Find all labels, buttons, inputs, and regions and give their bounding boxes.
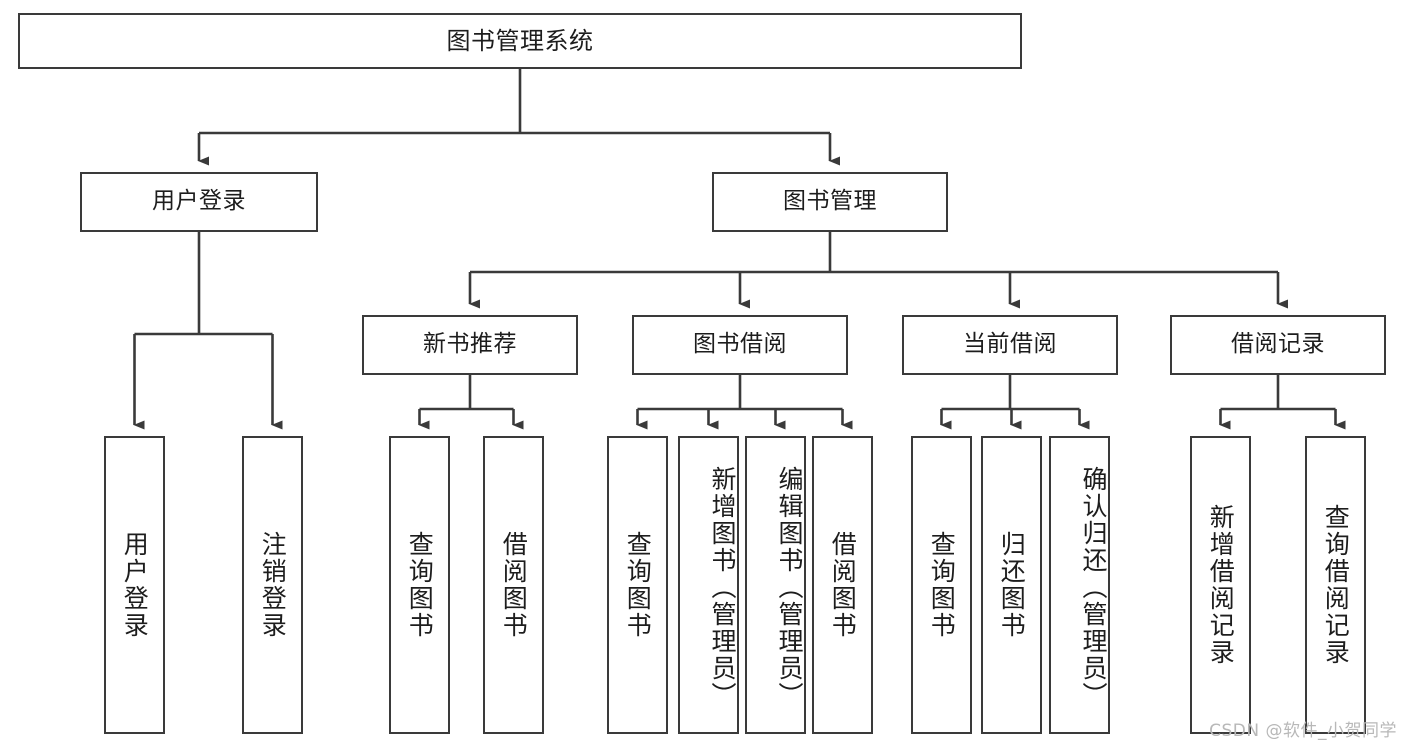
node-label: 查询图书	[405, 531, 435, 639]
node-label: 新增借阅记录	[1206, 504, 1236, 666]
node-label: 归还图书	[997, 531, 1027, 639]
node-label: 新增图书（管理员）	[708, 465, 737, 709]
node-leaf-用户登录-0[interactable]: 用户登录	[104, 436, 165, 734]
node-label: 查询图书	[623, 531, 653, 639]
node-leaf-新增图书（管理员）-5[interactable]: 新增图书（管理员）	[678, 436, 739, 734]
node-label: 用户登录	[120, 531, 150, 639]
node-leaf-编辑图书（管理员）-6[interactable]: 编辑图书（管理员）	[745, 436, 806, 734]
node-leaf-查询图书-4[interactable]: 查询图书	[607, 436, 668, 734]
node-leaf-归还图书-9[interactable]: 归还图书	[981, 436, 1042, 734]
node-level3-图书借阅[interactable]: 图书借阅	[632, 315, 848, 375]
node-label: 借阅图书	[828, 531, 858, 639]
node-label: 当前借阅	[963, 331, 1057, 358]
node-leaf-查询图书-8[interactable]: 查询图书	[911, 436, 972, 734]
node-label: 图书借阅	[693, 331, 787, 358]
node-label: 查询图书	[927, 531, 957, 639]
node-label: 借阅记录	[1231, 331, 1325, 358]
node-label: 图书管理系统	[446, 26, 594, 55]
node-level3-新书推荐[interactable]: 新书推荐	[362, 315, 578, 375]
node-level2-图书管理[interactable]: 图书管理	[712, 172, 948, 232]
watermark-label: CSDN @软件_小贺同学	[1209, 721, 1397, 741]
node-leaf-查询借阅记录-12[interactable]: 查询借阅记录	[1305, 436, 1366, 734]
node-leaf-借阅图书-7[interactable]: 借阅图书	[812, 436, 873, 734]
node-level3-当前借阅[interactable]: 当前借阅	[902, 315, 1118, 375]
node-label: 借阅图书	[499, 531, 529, 639]
node-level2-用户登录[interactable]: 用户登录	[80, 172, 318, 232]
node-leaf-借阅图书-3[interactable]: 借阅图书	[483, 436, 544, 734]
node-leaf-注销登录-1[interactable]: 注销登录	[242, 436, 303, 734]
node-leaf-新增借阅记录-11[interactable]: 新增借阅记录	[1190, 436, 1251, 734]
node-label: 注销登录	[258, 531, 288, 639]
node-leaf-查询图书-2[interactable]: 查询图书	[389, 436, 450, 734]
node-label: 确认归还（管理员）	[1079, 465, 1108, 709]
node-label: 图书管理	[783, 188, 877, 215]
node-root-图书管理系统[interactable]: 图书管理系统	[18, 13, 1022, 69]
node-label: 用户登录	[152, 188, 246, 215]
node-label: 新书推荐	[423, 331, 517, 358]
node-label: 编辑图书（管理员）	[775, 465, 804, 709]
node-level3-借阅记录[interactable]: 借阅记录	[1170, 315, 1386, 375]
node-leaf-确认归还（管理员）-10[interactable]: 确认归还（管理员）	[1049, 436, 1110, 734]
node-label: 查询借阅记录	[1321, 504, 1351, 666]
